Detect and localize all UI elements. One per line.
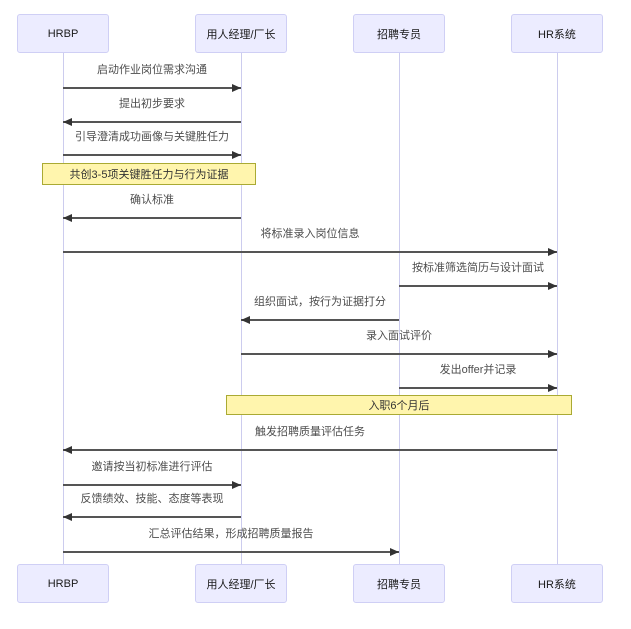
arrowhead-icon [548,384,557,392]
message-label: 按标准筛选简历与设计面试 [412,262,544,274]
message-line [63,87,241,89]
message-label: 启动作业岗位需求沟通 [97,64,207,76]
message-label: 邀请按当初标准进行评估 [91,461,213,473]
actor-recruiter-top: 招聘专员 [353,14,445,53]
arrowhead-icon [63,214,72,222]
actor-hrbp-top: HRBP [17,14,109,53]
message-label: 引导澄清成功画像与关键胜任力 [75,131,229,143]
message-label: 录入面试评价 [366,330,432,342]
actor-manager-bottom: 用人经理/厂长 [195,564,287,603]
actor-hr-system-bottom: HR系统 [511,564,603,603]
arrowhead-icon [232,481,241,489]
arrowhead-icon [241,316,250,324]
message-line [241,319,399,321]
message-label: 触发招聘质量评估任务 [255,426,365,438]
note: 共创3-5项关键胜任力与行为证据 [42,163,256,185]
arrowhead-icon [63,446,72,454]
message-line [241,353,557,355]
message-line [63,154,241,156]
lifeline-recruiter [399,53,400,564]
message-line [63,121,241,123]
arrowhead-icon [548,282,557,290]
message-line [63,551,399,553]
message-label: 将标准录入岗位信息 [260,228,360,240]
message-label: 反馈绩效、技能、态度等表现 [80,493,224,505]
message-label: 汇总评估结果，形成招聘质量报告 [148,528,314,540]
actor-hrbp-bottom: HRBP [17,564,109,603]
message-line [63,217,241,219]
message-line [399,387,557,389]
lifeline-hrbp [63,53,64,564]
actor-manager-top: 用人经理/厂长 [195,14,287,53]
note: 入职6个月后 [226,395,572,415]
actor-recruiter-bottom: 招聘专员 [353,564,445,603]
lifeline-hr-system [557,53,558,564]
arrowhead-icon [63,513,72,521]
arrowhead-icon [548,248,557,256]
arrowhead-icon [63,118,72,126]
message-line [63,449,557,451]
message-line [63,484,241,486]
message-label: 确认标准 [130,194,174,206]
arrowhead-icon [232,151,241,159]
lifeline-manager [241,53,242,564]
arrowhead-icon [232,84,241,92]
arrowhead-icon [548,350,557,358]
message-label: 发出offer并记录 [439,364,517,376]
message-line [63,516,241,518]
message-label: 提出初步要求 [119,98,185,110]
arrowhead-icon [390,548,399,556]
message-label: 组织面试，按行为证据打分 [254,296,386,308]
actor-hr-system-top: HR系统 [511,14,603,53]
message-line [63,251,557,253]
message-line [399,285,557,287]
